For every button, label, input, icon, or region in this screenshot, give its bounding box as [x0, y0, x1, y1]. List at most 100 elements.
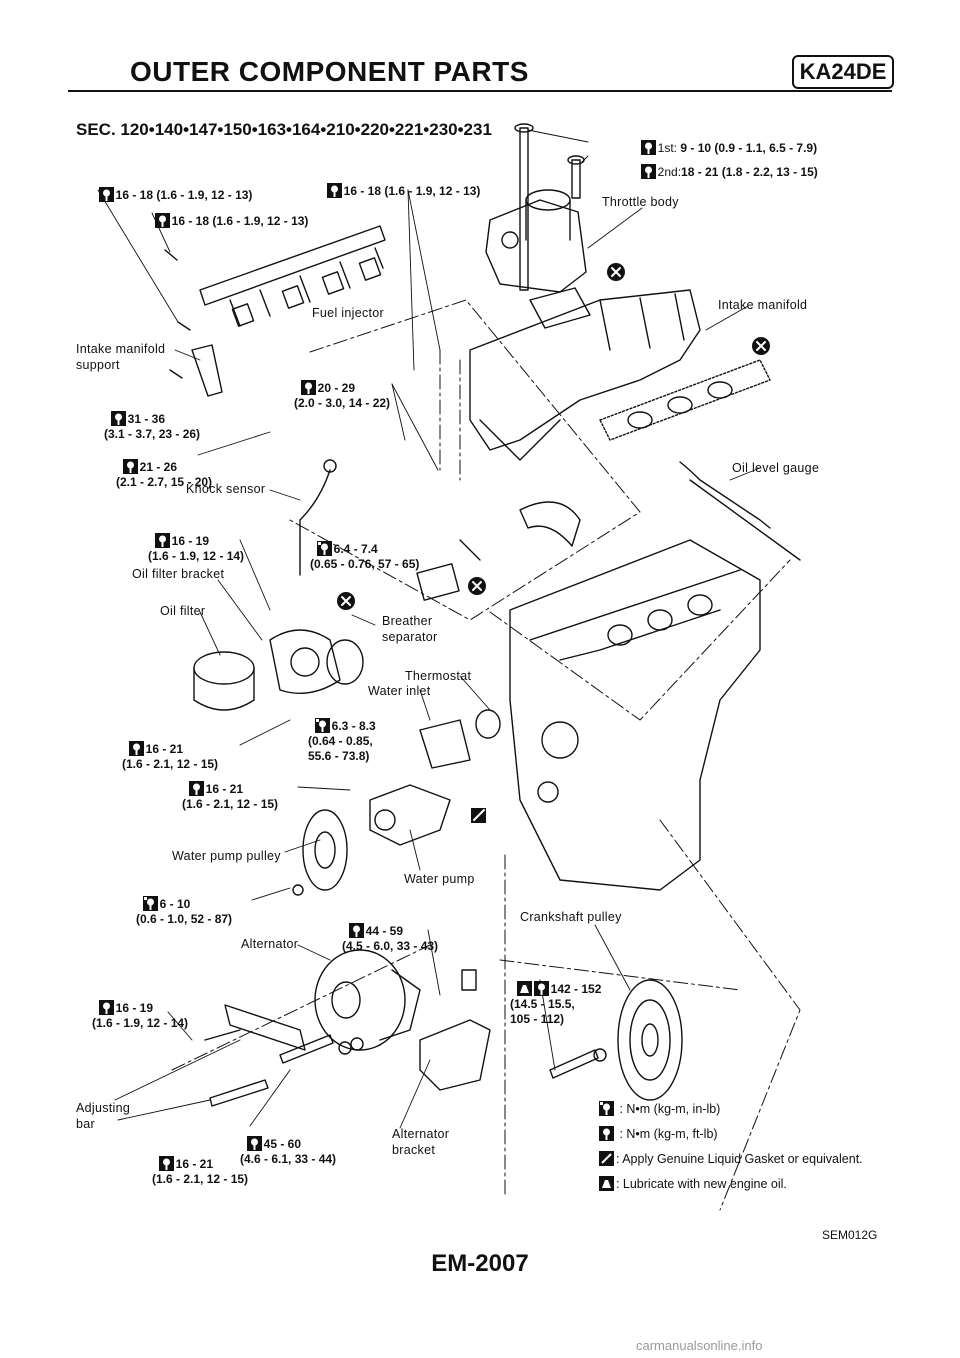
torque-q: 16 - 21 (1.6 - 2.1, 12 - 15)	[152, 1141, 248, 1187]
label-throttle-body: Throttle body	[602, 195, 679, 209]
torque-ftlb-icon	[154, 213, 170, 228]
torque-n-value: 142 - 152 (14.5 - 15.5, 105 - 112)	[510, 982, 602, 1026]
torque-j-value: 16 - 21 (1.6 - 2.1, 12 - 15)	[122, 742, 219, 771]
legend-oil: : Lubricate with new engine oil.	[592, 1160, 787, 1192]
torque-i-value: 6.3 - 8.3 (0.64 - 0.85, 55.6 - 73.8)	[308, 719, 376, 763]
torque-ftlb-icon	[110, 411, 126, 426]
torque-d: 20 - 29 (2.0 - 3.0, 14 - 22)	[294, 365, 390, 411]
torque-ftlb-icon	[326, 183, 342, 198]
torque-l: 6 - 10 (0.6 - 1.0, 52 - 87)	[136, 881, 232, 927]
torque-j: 16 - 21 (1.6 - 2.1, 12 - 15)	[122, 726, 218, 772]
torque-1st-value: 9 - 10 (0.9 - 1.1, 6.5 - 7.9)	[680, 141, 818, 155]
torque-ftlb-icon	[98, 187, 114, 202]
torque-a-value: 16 - 18 (1.6 - 1.9, 12 - 13)	[115, 188, 253, 202]
label-water-pump: Water pump	[404, 872, 475, 886]
page-number: EM-2007	[431, 1250, 529, 1277]
torque-b-value: 16 - 18 (1.6 - 1.9, 12 - 13)	[343, 184, 481, 198]
legend-gasket-text: : Apply Genuine Liquid Gasket or equival…	[615, 1152, 863, 1166]
label-alternator: Alternator	[241, 937, 299, 951]
torque-l-value: 6 - 10 (0.6 - 1.0, 52 - 87)	[136, 897, 233, 926]
oil-can-icon	[516, 981, 532, 996]
torque-b: 16 - 18 (1.6 - 1.9, 12 - 13)	[320, 168, 480, 199]
torque-h-value: 6.4 - 7.4 (0.65 - 0.76, 57 - 65)	[310, 542, 420, 571]
torque-e: 31 - 36 (3.1 - 3.7, 23 - 26)	[104, 396, 200, 442]
torque-ftlb-icon	[598, 1126, 614, 1141]
label-oil-level-gauge: Oil level gauge	[732, 461, 820, 475]
torque-ftlb-icon	[158, 1156, 174, 1171]
label-alternator-bracket: Alternator bracket	[392, 1127, 450, 1157]
label-intake-manifold: Intake manifold	[718, 298, 808, 312]
header-rule	[68, 90, 892, 92]
liquid-gasket-icon	[598, 1151, 614, 1166]
legend-gasket: : Apply Genuine Liquid Gasket or equival…	[592, 1135, 863, 1167]
torque-k-value: 16 - 21 (1.6 - 2.1, 12 - 15)	[182, 782, 279, 811]
liquid-gasket-mark	[471, 808, 486, 823]
torque-q-value: 16 - 21 (1.6 - 2.1, 12 - 15)	[152, 1157, 249, 1186]
engine-code-badge: KA24DE	[792, 55, 894, 89]
torque-i: 6.3 - 8.3 (0.64 - 0.85, 55.6 - 73.8)	[308, 703, 376, 764]
torque-ftlb-icon	[122, 459, 138, 474]
torque-g-value: 16 - 19 (1.6 - 1.9, 12 - 14)	[148, 534, 245, 563]
section-numbers: SEC. 120•140•147•150•163•164•210•220•221…	[76, 120, 492, 139]
label-oil-filter-bracket: Oil filter bracket	[132, 567, 225, 581]
torque-a: 16 - 18 (1.6 - 1.9, 12 - 13)	[92, 172, 252, 203]
label-adjusting-bar: Adjusting bar	[76, 1101, 131, 1131]
torque-h: 6.4 - 7.4 (0.65 - 0.76, 57 - 65)	[310, 526, 419, 572]
legend-nm-ftlb-text: : N•m (kg-m, ft-lb)	[619, 1127, 718, 1141]
torque-f: 21 - 26 (2.1 - 2.7, 15 - 20)	[116, 444, 212, 490]
torque-ftlb-icon	[300, 380, 316, 395]
torque-ftlb-icon	[128, 741, 144, 756]
torque-ftlb-icon	[640, 164, 656, 179]
torque-p: 45 - 60 (4.6 - 6.1, 33 - 44)	[240, 1121, 336, 1167]
torque-ftlb-icon	[533, 981, 549, 996]
label-intake-manifold-support: Intake manifold support	[76, 342, 166, 372]
torque-o: 16 - 19 (1.6 - 1.9, 12 - 14)	[92, 985, 188, 1031]
torque-p-value: 45 - 60 (4.6 - 6.1, 33 - 44)	[240, 1137, 337, 1166]
replace-part-crosses	[341, 267, 766, 606]
torque-2nd-prefix: 2nd:	[657, 165, 682, 179]
label-thermostat: Thermostat	[405, 669, 472, 683]
watermark-text: carmanualsonline.info	[636, 1338, 763, 1353]
legend-nm-inlb-text: : N•m (kg-m, in-lb)	[619, 1102, 721, 1116]
torque-ftlb-icon	[246, 1136, 262, 1151]
torque-c-value: 16 - 18 (1.6 - 1.9, 12 - 13)	[171, 214, 309, 228]
torque-d-value: 20 - 29 (2.0 - 3.0, 14 - 22)	[294, 381, 391, 410]
torque-2nd: 2nd:18 - 21 (1.8 - 2.2, 13 - 15)	[634, 149, 818, 180]
component-sketches	[164, 123, 801, 1107]
label-oil-filter: Oil filter	[160, 604, 206, 618]
figure-code: SEM012G	[822, 1228, 878, 1242]
label-knock-sensor: Knock sensor	[186, 482, 266, 496]
torque-inlb-icon	[316, 541, 332, 556]
torque-c: 16 - 18 (1.6 - 1.9, 12 - 13)	[148, 198, 308, 229]
label-fuel-injector: Fuel injector	[312, 306, 384, 320]
torque-ftlb-icon	[98, 1000, 114, 1015]
torque-o-value: 16 - 19 (1.6 - 1.9, 12 - 14)	[92, 1001, 189, 1030]
torque-f-value: 21 - 26 (2.1 - 2.7, 15 - 20)	[116, 460, 213, 489]
page-title: OUTER COMPONENT PARTS	[130, 56, 529, 87]
torque-2nd-value: 18 - 21 (1.8 - 2.2, 13 - 15)	[681, 165, 818, 179]
label-water-inlet: Water inlet	[368, 684, 431, 698]
torque-inlb-icon	[142, 896, 158, 911]
torque-n: 142 - 152 (14.5 - 15.5, 105 - 112)	[510, 966, 601, 1027]
legend-nm-ftlb: : N•m (kg-m, ft-lb)	[592, 1110, 718, 1142]
label-crankshaft-pulley: Crankshaft pulley	[520, 910, 622, 924]
torque-inlb-icon	[598, 1101, 614, 1116]
torque-m-value: 44 - 59 (4.5 - 6.0, 33 - 43)	[342, 924, 439, 953]
oil-can-icon	[598, 1176, 614, 1191]
legend-nm-inlb: : N•m (kg-m, in-lb)	[592, 1085, 720, 1117]
torque-inlb-icon	[314, 718, 330, 733]
label-water-pump-pulley: Water pump pulley	[172, 849, 281, 863]
label-breather-separator: Breather separator	[382, 614, 438, 644]
torque-k: 16 - 21 (1.6 - 2.1, 12 - 15)	[182, 766, 278, 812]
torque-g: 16 - 19 (1.6 - 1.9, 12 - 14)	[148, 518, 244, 564]
torque-ftlb-icon	[154, 533, 170, 548]
torque-1st-prefix: 1st:	[657, 141, 678, 155]
torque-1st: 1st: 9 - 10 (0.9 - 1.1, 6.5 - 7.9)	[634, 125, 817, 156]
torque-ftlb-icon	[348, 923, 364, 938]
torque-m: 44 - 59 (4.5 - 6.0, 33 - 43)	[342, 908, 438, 954]
torque-ftlb-icon	[640, 140, 656, 155]
torque-e-value: 31 - 36 (3.1 - 3.7, 23 - 26)	[104, 412, 201, 441]
legend-oil-text: : Lubricate with new engine oil.	[615, 1177, 787, 1191]
torque-ftlb-icon	[188, 781, 204, 796]
